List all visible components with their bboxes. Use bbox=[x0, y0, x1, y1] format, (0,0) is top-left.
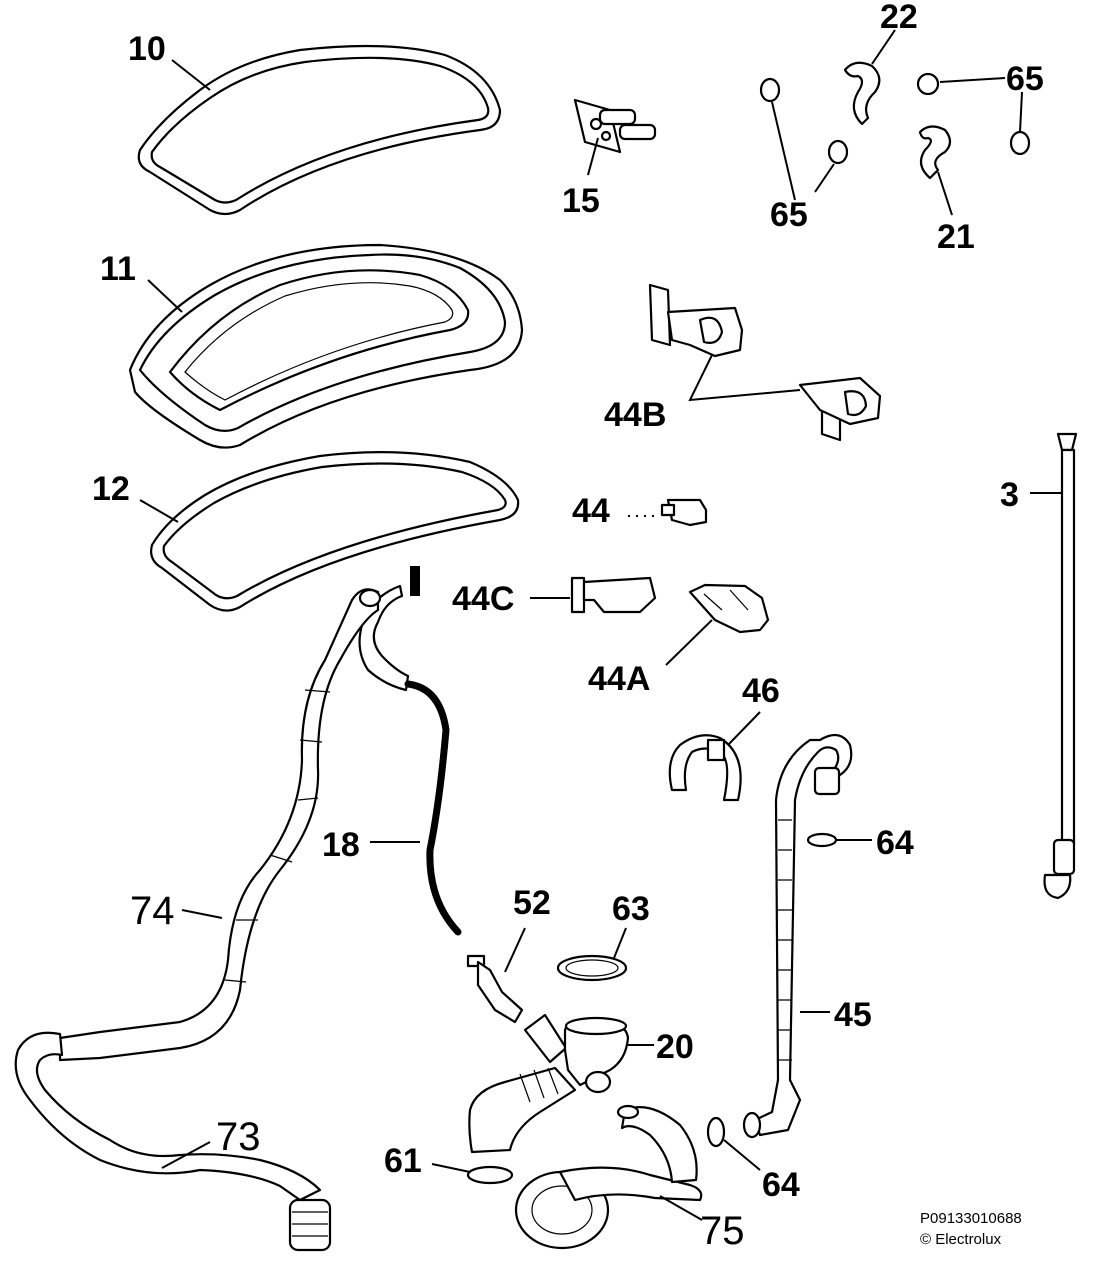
part-11-door-gasket bbox=[128, 243, 524, 449]
label-44b: 44B bbox=[604, 396, 666, 434]
part-44c-bracket bbox=[570, 576, 657, 614]
part-65-ring-c bbox=[916, 72, 940, 96]
label-61: 61 bbox=[384, 1142, 422, 1180]
leader-12 bbox=[139, 499, 179, 523]
label-22: 22 bbox=[880, 0, 918, 36]
part-20-sump bbox=[468, 1013, 630, 1154]
label-65-bottom: 65 bbox=[770, 196, 808, 234]
part-12-seal-frame bbox=[150, 451, 520, 612]
leader-15 bbox=[587, 137, 599, 176]
part-74-hose bbox=[58, 588, 382, 1062]
leader-10 bbox=[171, 59, 211, 91]
label-74: 74 bbox=[130, 889, 175, 933]
part-61-clamp bbox=[466, 1165, 514, 1185]
part-52-sensor bbox=[466, 954, 524, 1024]
label-64-upper: 64 bbox=[876, 824, 914, 862]
label-45: 45 bbox=[834, 996, 872, 1034]
label-10: 10 bbox=[128, 30, 166, 68]
leader-65-d bbox=[1019, 91, 1023, 133]
part-65-ring-b bbox=[827, 139, 849, 165]
leader-65-a bbox=[771, 101, 796, 201]
label-75: 75 bbox=[700, 1209, 745, 1253]
part-45-corrugated-hose bbox=[742, 733, 853, 1139]
leader-75 bbox=[659, 1195, 703, 1221]
label-11: 11 bbox=[100, 250, 136, 288]
part-65-ring-d bbox=[1009, 130, 1031, 156]
part-21-hose-bend bbox=[918, 125, 952, 180]
leader-46 bbox=[727, 711, 761, 746]
part-22-hose-bend bbox=[843, 61, 881, 126]
part-73-hose bbox=[14, 1031, 332, 1252]
leader-11 bbox=[147, 279, 183, 313]
leader-44b bbox=[688, 354, 801, 402]
part-65-ring-a bbox=[759, 77, 781, 103]
leader-22 bbox=[871, 29, 896, 65]
part-46-hose-guide bbox=[668, 734, 742, 802]
leader-65-b bbox=[814, 163, 835, 193]
part-63-clamp bbox=[556, 954, 628, 982]
leader-74 bbox=[181, 909, 223, 919]
leader-65-c bbox=[939, 77, 1006, 83]
label-18: 18 bbox=[322, 826, 360, 864]
part-44a-holder bbox=[688, 583, 770, 634]
label-3: 3 bbox=[1000, 476, 1019, 514]
label-64-lower: 64 bbox=[762, 1166, 800, 1204]
footer: P09133010688 © Electrolux bbox=[920, 1208, 1022, 1250]
label-12: 12 bbox=[92, 470, 130, 508]
part-64-clamp-a bbox=[806, 832, 838, 848]
leader-61 bbox=[431, 1163, 471, 1173]
label-63: 63 bbox=[612, 890, 650, 928]
part-75-pump-hose bbox=[514, 1104, 703, 1250]
part-44b-bracket-upper bbox=[648, 283, 744, 358]
part-18-drain-hose bbox=[358, 566, 462, 936]
part-44-clip bbox=[660, 498, 708, 527]
label-44: 44 bbox=[572, 492, 610, 530]
part-10-seal-frame bbox=[137, 44, 502, 216]
label-21: 21 bbox=[937, 218, 975, 256]
leader-73 bbox=[161, 1141, 211, 1169]
leader-21 bbox=[937, 171, 953, 216]
label-20: 20 bbox=[656, 1028, 694, 1066]
part-44b-bracket-lower bbox=[798, 376, 882, 442]
label-65-right: 65 bbox=[1006, 60, 1044, 98]
leader-63 bbox=[613, 927, 627, 959]
part-64-clamp-b bbox=[706, 1116, 726, 1148]
part-15-valve bbox=[573, 98, 657, 154]
leader-44a bbox=[665, 619, 713, 666]
label-15: 15 bbox=[562, 182, 600, 220]
label-52: 52 bbox=[513, 884, 551, 922]
copyright: © Electrolux bbox=[920, 1231, 1002, 1248]
label-73: 73 bbox=[216, 1115, 261, 1159]
label-46: 46 bbox=[742, 672, 780, 710]
label-44c: 44C bbox=[452, 580, 514, 618]
label-44a: 44A bbox=[588, 660, 650, 698]
leader-64-b bbox=[723, 1139, 761, 1171]
diagram-code: P09133010688 bbox=[920, 1210, 1022, 1227]
leader-52 bbox=[504, 927, 526, 973]
part-3-rod bbox=[1043, 432, 1078, 900]
